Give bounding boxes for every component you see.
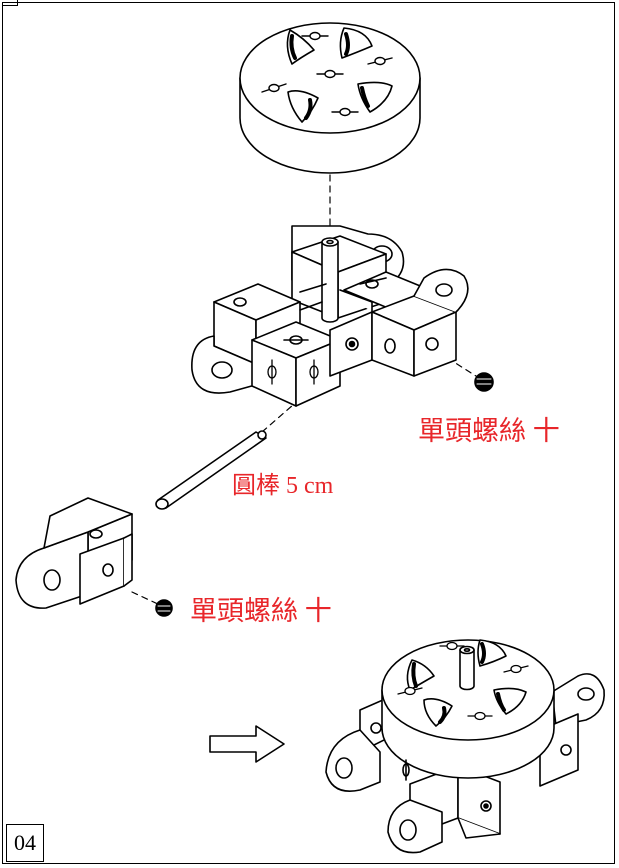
- final-assembly: [325, 639, 605, 854]
- label-screw-top: 單頭螺絲 十: [418, 416, 560, 446]
- frame-corner-tab: [2, 0, 18, 6]
- assembly-main: [191, 225, 494, 407]
- wheel-part: [239, 22, 421, 174]
- rod-part: [155, 430, 267, 510]
- label-rod: 圓棒 5 cm: [232, 473, 334, 499]
- step-number: 04: [14, 830, 36, 855]
- label-screw-bottom: 單頭螺絲 十: [190, 596, 332, 626]
- bracket-part: [15, 497, 173, 617]
- arrow-icon: [209, 725, 285, 763]
- step-number-box: 04: [6, 824, 44, 862]
